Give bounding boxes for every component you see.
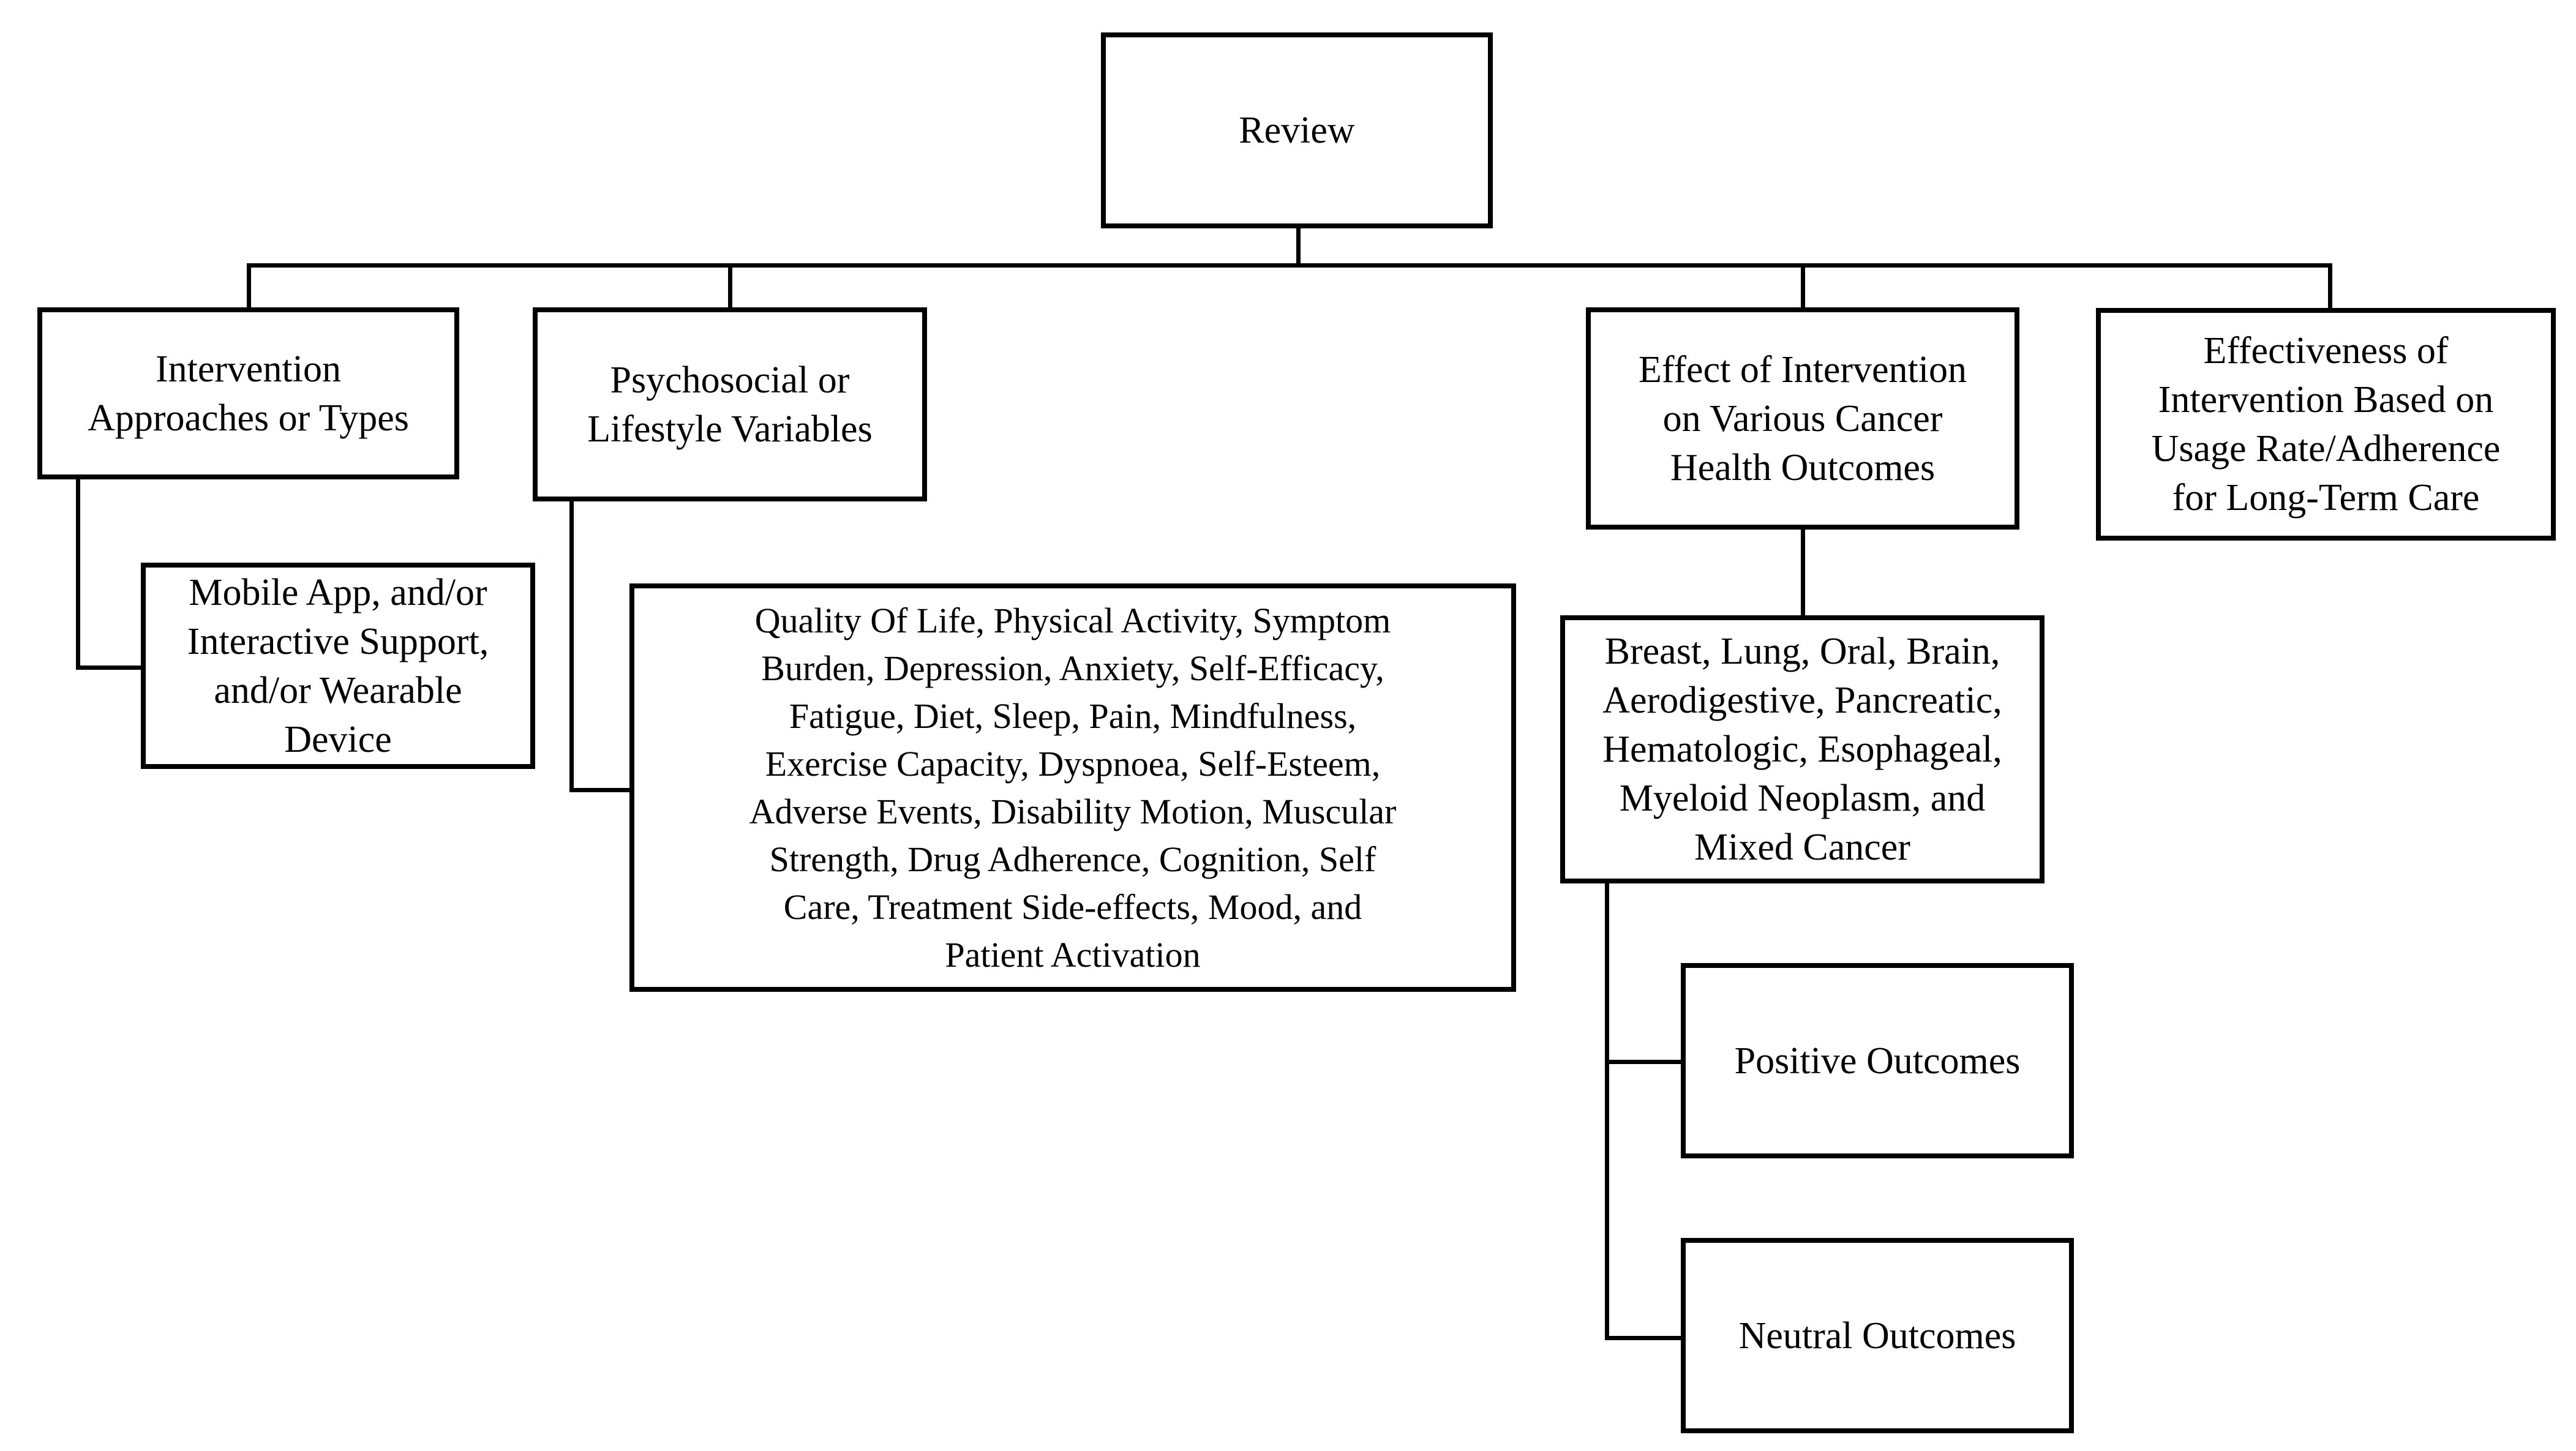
node-effectiveness-long-term: Effectiveness of Intervention Based on U…: [2096, 308, 2556, 541]
node-neutral-outcomes: Neutral Outcomes: [1681, 1238, 2074, 1433]
node-intervention-approaches: Intervention Approaches or Types: [37, 307, 459, 479]
node-mobile-app-wearable: Mobile App, and/or Interactive Support, …: [141, 563, 535, 769]
connector-drop-intervention: [247, 263, 251, 310]
node-psychosocial-variables-list: Quality Of Life, Physical Activity, Symp…: [629, 583, 1516, 992]
connector-effect-to-cancer-stub: [1801, 530, 1805, 615]
connector-cancer-neutral-horizontal: [1605, 1336, 1683, 1340]
connector-review-stub: [1296, 228, 1301, 268]
connector-psychosocial-child-horizontal: [569, 788, 632, 792]
connector-psychosocial-child-vertical: [569, 501, 574, 792]
connector-top-rail: [247, 263, 2332, 268]
node-cancer-types: Breast, Lung, Oral, Brain, Aerodigestive…: [1560, 615, 2045, 883]
node-review: Review: [1101, 32, 1493, 228]
connector-intervention-child-horizontal: [76, 666, 143, 670]
connector-cancer-positive-horizontal: [1605, 1060, 1683, 1064]
connector-drop-effect: [1801, 263, 1805, 310]
node-positive-outcomes: Positive Outcomes: [1681, 963, 2074, 1158]
node-effect-of-intervention: Effect of Intervention on Various Cancer…: [1586, 307, 2019, 530]
connector-intervention-child-vertical: [76, 479, 80, 670]
connector-drop-effectiveness: [2328, 263, 2332, 310]
connector-cancer-children-vertical: [1605, 883, 1609, 1340]
connector-drop-psychosocial: [728, 263, 732, 310]
node-psychosocial-variables: Psychosocial or Lifestyle Variables: [533, 307, 927, 501]
